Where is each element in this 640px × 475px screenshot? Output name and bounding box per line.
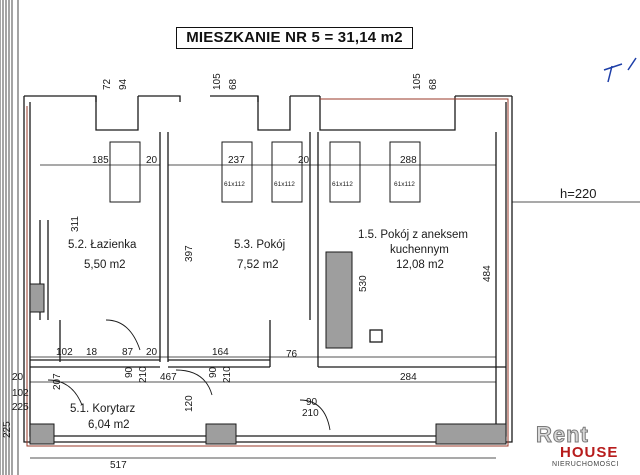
room-aneks-area: 12,08 m2 xyxy=(396,259,444,271)
dim-210a: 210 xyxy=(138,366,149,383)
room-pokoj-area: 7,52 m2 xyxy=(237,259,279,271)
dim-20a: 20 xyxy=(146,155,158,166)
room-korytarz-name: 5.1. Korytarz xyxy=(70,403,135,415)
pen-mark xyxy=(603,57,637,83)
dim-87: 87 xyxy=(122,347,134,358)
dim-164: 164 xyxy=(212,347,229,358)
skylights xyxy=(109,141,421,203)
dim-530: 530 xyxy=(358,275,369,292)
dim-20b: 20 xyxy=(298,155,310,166)
door-swings xyxy=(47,319,331,431)
window-size-4: 61x112 xyxy=(394,181,415,188)
dim-18: 18 xyxy=(86,347,98,358)
room-aneks-name: 1.5. Pokój z aneksem xyxy=(358,229,468,241)
dim-68a: 68 xyxy=(228,78,239,90)
dim-467: 467 xyxy=(160,372,177,383)
window-size-3: 61x112 xyxy=(332,181,353,188)
hatch-left xyxy=(0,0,19,475)
dim-397: 397 xyxy=(184,245,195,262)
logo-subtitle: NIERUCHOMOŚCI xyxy=(552,461,619,468)
dim-210b: 210 xyxy=(222,366,233,383)
dim-90b: 90 xyxy=(208,366,219,378)
logo-rent: Rent xyxy=(536,422,589,448)
dim-288: 288 xyxy=(400,155,417,166)
dim-68b: 68 xyxy=(428,78,439,90)
dim-76: 76 xyxy=(286,349,298,360)
dim-72: 72 xyxy=(102,78,113,90)
window-size-1: 61x112 xyxy=(224,181,245,188)
dim-210c: 210 xyxy=(302,408,319,419)
exterior-outline xyxy=(26,98,509,447)
dimension-lines xyxy=(30,164,640,459)
fixtures xyxy=(29,251,507,445)
room-lazienka-name: 5.2. Łazienka xyxy=(68,239,137,251)
room-lazienka-area: 5,50 m2 xyxy=(84,259,126,271)
window-size-2: 61x112 xyxy=(274,181,295,188)
room-korytarz-area: 6,04 m2 xyxy=(88,419,130,431)
dim-185: 185 xyxy=(92,155,109,166)
company-logo: Rent HOUSE NIERUCHOMOŚCI xyxy=(522,422,636,472)
dim-207: 207 xyxy=(52,373,63,390)
dim-90a: 90 xyxy=(124,366,135,378)
dim-94: 94 xyxy=(118,78,129,90)
dim-225b: 225 xyxy=(2,421,13,438)
room-aneks-name2: kuchennym xyxy=(390,244,449,256)
dim-105a: 105 xyxy=(212,73,223,90)
dim-105b: 105 xyxy=(412,73,423,90)
dim-484: 484 xyxy=(482,265,493,282)
apartment-title: MIESZKANIE NR 5 = 31,14 m2 xyxy=(176,27,413,49)
dim-20c: 20 xyxy=(146,347,158,358)
ceiling-height: h=220 xyxy=(560,186,597,201)
logo-house: HOUSE xyxy=(560,444,619,461)
dim-225a: 225 xyxy=(12,402,29,413)
dim-20d: 20 xyxy=(12,372,24,383)
dim-102b: 102 xyxy=(12,388,29,399)
dim-311: 311 xyxy=(70,216,81,232)
dim-102: 102 xyxy=(56,347,73,358)
dim-120: 120 xyxy=(184,395,195,412)
room-pokoj-name: 5.3. Pokój xyxy=(234,239,285,251)
dim-517: 517 xyxy=(110,460,127,471)
dim-237: 237 xyxy=(228,155,245,166)
walls xyxy=(23,95,513,443)
column-symbol xyxy=(369,329,383,343)
dim-90c: 90 xyxy=(306,397,318,408)
dim-284: 284 xyxy=(400,372,417,383)
